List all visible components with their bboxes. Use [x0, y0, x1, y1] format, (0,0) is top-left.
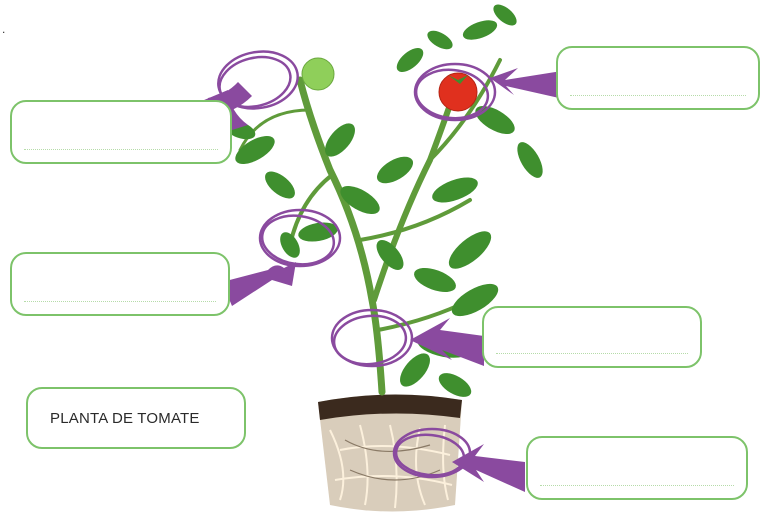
label-box-green-fruit[interactable]	[10, 100, 232, 164]
label-box-leaf[interactable]	[10, 252, 230, 316]
tomato-fruits	[302, 58, 477, 111]
green-tomato	[302, 58, 334, 90]
red-tomato	[439, 73, 477, 111]
label-box-leaf-value	[24, 301, 216, 302]
title-box: PLANTA DE TOMATE	[26, 387, 246, 449]
title-text: PLANTA DE TOMATE	[50, 410, 200, 427]
label-box-root[interactable]	[526, 436, 748, 500]
label-box-stem-value	[496, 353, 688, 354]
arrow-leaf	[222, 262, 296, 306]
label-box-root-value	[540, 485, 734, 486]
soil-block	[318, 394, 462, 511]
label-box-green-fruit-value	[24, 149, 218, 150]
label-box-red-fruit-value	[570, 95, 746, 96]
label-box-red-fruit[interactable]	[556, 46, 760, 110]
label-box-stem[interactable]	[482, 306, 702, 368]
